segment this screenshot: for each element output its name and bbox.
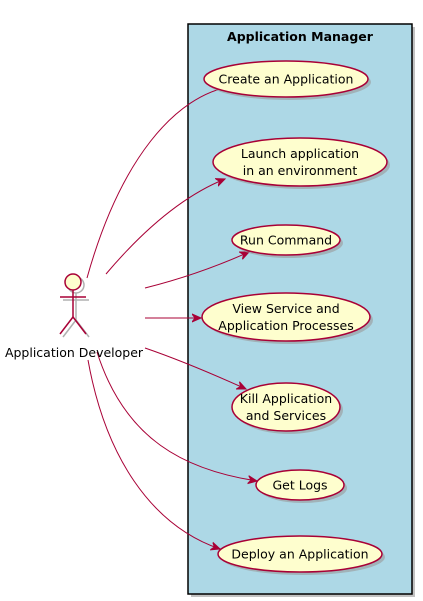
use-case-label: Launch application: [241, 146, 359, 161]
use-case: Create an Application: [203, 60, 371, 100]
use-case: Deploy an Application: [217, 535, 385, 575]
use-case: Kill Application and Services: [231, 382, 343, 434]
stick-figure-icon: [59, 273, 90, 338]
actor-label: Application Developer: [5, 345, 144, 360]
use-case-ellipse: [217, 535, 383, 573]
use-case-label: Kill Application: [240, 391, 332, 406]
use-case-ellipse: [203, 60, 369, 98]
use-case-label: and Services: [246, 408, 326, 423]
association-edge: [105, 179, 225, 275]
use-case-label: Application Processes: [218, 318, 353, 333]
association-edge: [86, 86, 233, 279]
association-edge: [96, 351, 257, 481]
use-case-label: Get Logs: [272, 478, 327, 493]
use-case-ellipse: [231, 382, 341, 432]
use-case-label: Create an Application: [219, 72, 354, 87]
use-case: Run Command: [231, 224, 343, 258]
use-case-label: View Service and: [232, 301, 339, 316]
use-case-label: in an environment: [243, 163, 358, 178]
association-edge: [144, 252, 249, 289]
use-case-label: Run Command: [240, 233, 332, 248]
use-case-label: Deploy an Application: [231, 547, 368, 562]
associations: [86, 86, 257, 549]
association-edge: [144, 347, 246, 389]
use-case: Launch application in an environment: [212, 137, 390, 189]
use-case-ellipse: [231, 224, 341, 256]
association-edge: [87, 359, 220, 549]
system-title: Application Manager: [227, 29, 374, 44]
use-case-ellipse: [201, 292, 371, 342]
use-case-ellipse: [212, 137, 388, 187]
use-case: Get Logs: [255, 469, 347, 503]
actor: Application Developer: [5, 273, 144, 360]
use-case-ellipse: [255, 469, 345, 501]
